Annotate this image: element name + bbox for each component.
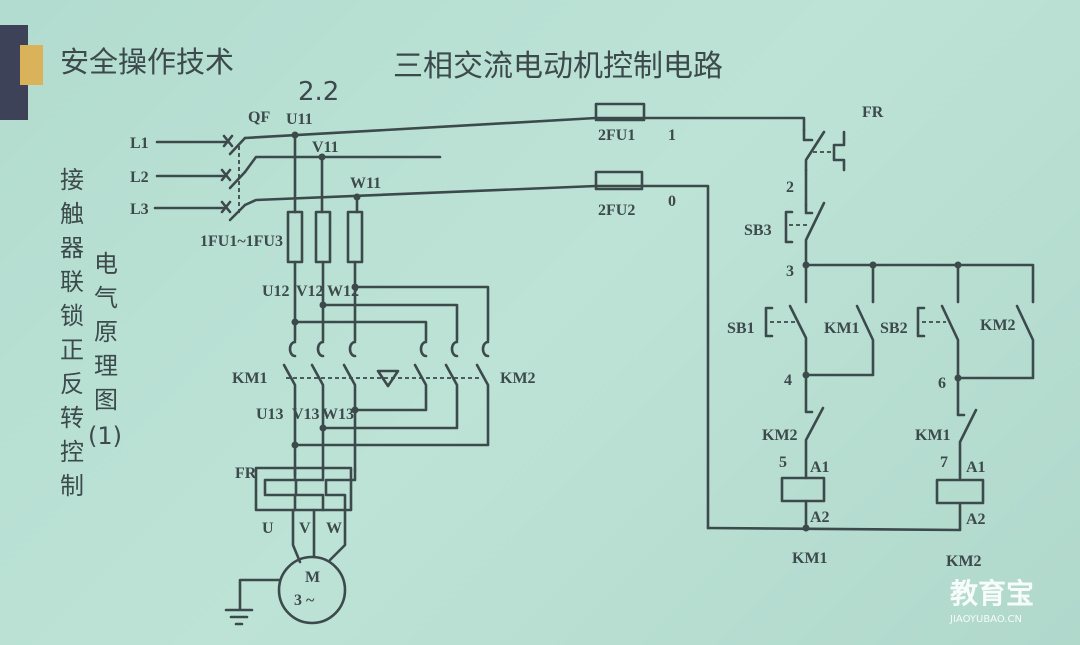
label-node-5: 5 (779, 454, 787, 471)
label-u13: U13 (256, 406, 284, 423)
label-fr-main: FR (235, 465, 257, 482)
label-l2: L2 (130, 169, 149, 186)
mechanical-link-icon (376, 369, 400, 388)
label-node-6: 6 (938, 375, 946, 392)
slide-heading: 三相交流电动机控制电路 (393, 49, 723, 84)
label-km1-main: KM1 (232, 370, 268, 387)
label-km2-a2: A2 (966, 511, 986, 528)
label-coil-km2: KM2 (946, 553, 982, 570)
side-char: 器 (60, 234, 84, 262)
label-w13: W13 (322, 406, 354, 423)
side-char: 原 (94, 318, 118, 346)
control-circuit: 2FU1 2FU2 1 0 FR 2 SB3 3 SB1 KM1 SB2 KM2… (594, 102, 1035, 570)
watermark-logo: 教育宝 (950, 577, 1034, 610)
side-char: 理 (94, 352, 118, 380)
side-title-2: 电 气 原 理 图 (1) (88, 250, 122, 450)
side-char: 制 (60, 472, 84, 500)
fuse-2fu1 (594, 102, 646, 122)
fuse-1fu3 (346, 210, 364, 264)
label-v12: V12 (296, 283, 324, 300)
label-km1-holding: KM1 (824, 320, 860, 337)
label-l1: L1 (130, 135, 149, 152)
side-char: 电 (94, 250, 118, 278)
label-l3: L3 (130, 201, 149, 218)
label-km1-a2: A2 (810, 509, 830, 526)
label-km2-interlock: KM2 (762, 427, 798, 444)
label-sb3: SB3 (744, 222, 772, 239)
label-fuses: 1FU1~1FU3 (200, 233, 283, 250)
label-node-2: 2 (786, 179, 794, 196)
label-wire-0: 0 (668, 193, 676, 210)
label-w: W (326, 520, 342, 537)
header-title: 安全操作技术 (60, 45, 234, 79)
label-sb1: SB1 (727, 320, 755, 337)
side-title-1: 接 触 器 联 锁 正 反 转 控 制 (60, 166, 84, 500)
fuse-2fu2 (594, 170, 644, 191)
fuse-1fu2 (314, 210, 332, 264)
side-char: 反 (60, 370, 84, 398)
label-v11: V11 (312, 139, 339, 156)
label-coil-km1: KM1 (792, 550, 828, 567)
label-v13: V13 (292, 406, 320, 423)
ground-icon (224, 578, 281, 626)
side-char: 联 (60, 268, 84, 296)
label-u: U (262, 520, 274, 537)
side-char: 触 (60, 200, 84, 228)
label-km2-main: KM2 (500, 370, 536, 387)
side-char: 控 (60, 438, 84, 466)
label-node-3: 3 (786, 263, 794, 280)
label-2fu2: 2FU2 (598, 202, 635, 219)
label-node-7: 7 (940, 454, 948, 471)
coil-km1 (780, 476, 826, 503)
side-char: 正 (60, 336, 84, 364)
side-char: 气 (94, 284, 118, 312)
label-km1-a1: A1 (810, 459, 830, 476)
label-w11: W11 (350, 175, 381, 192)
label-v: V (299, 520, 311, 537)
label-node-4: 4 (784, 372, 792, 389)
label-u11: U11 (286, 111, 313, 128)
side-char: (1) (88, 422, 122, 450)
label-2fu1: 2FU1 (598, 127, 635, 144)
motor (277, 555, 347, 625)
side-char: 图 (94, 386, 118, 414)
motor-phase: 3 ~ (294, 592, 315, 609)
thermal-relay-fr (254, 466, 353, 512)
label-u12: U12 (262, 283, 290, 300)
label-km2-a1: A1 (966, 459, 986, 476)
main-circuit: L1 L2 L3 QF U11 V11 W11 1FU1~1FU3 U12 V1… (130, 109, 598, 626)
label-qf: QF (248, 109, 270, 126)
section-number: 2.2 (298, 77, 339, 107)
label-w12: W12 (327, 283, 359, 300)
side-char: 接 (60, 166, 84, 194)
side-char: 转 (60, 404, 84, 432)
header-accent (20, 45, 43, 85)
label-km2-holding: KM2 (980, 317, 1016, 334)
coil-km2 (935, 478, 985, 505)
label-sb2: SB2 (880, 320, 908, 337)
side-char: 锁 (60, 302, 84, 330)
watermark-url: JIAOYUBAO.CN (949, 614, 1022, 625)
label-fr-contact: FR (862, 104, 884, 121)
fuse-1fu1 (286, 210, 304, 264)
label-km1-interlock: KM1 (915, 427, 951, 444)
motor-symbol: M (305, 569, 320, 586)
label-wire-1: 1 (668, 127, 676, 144)
